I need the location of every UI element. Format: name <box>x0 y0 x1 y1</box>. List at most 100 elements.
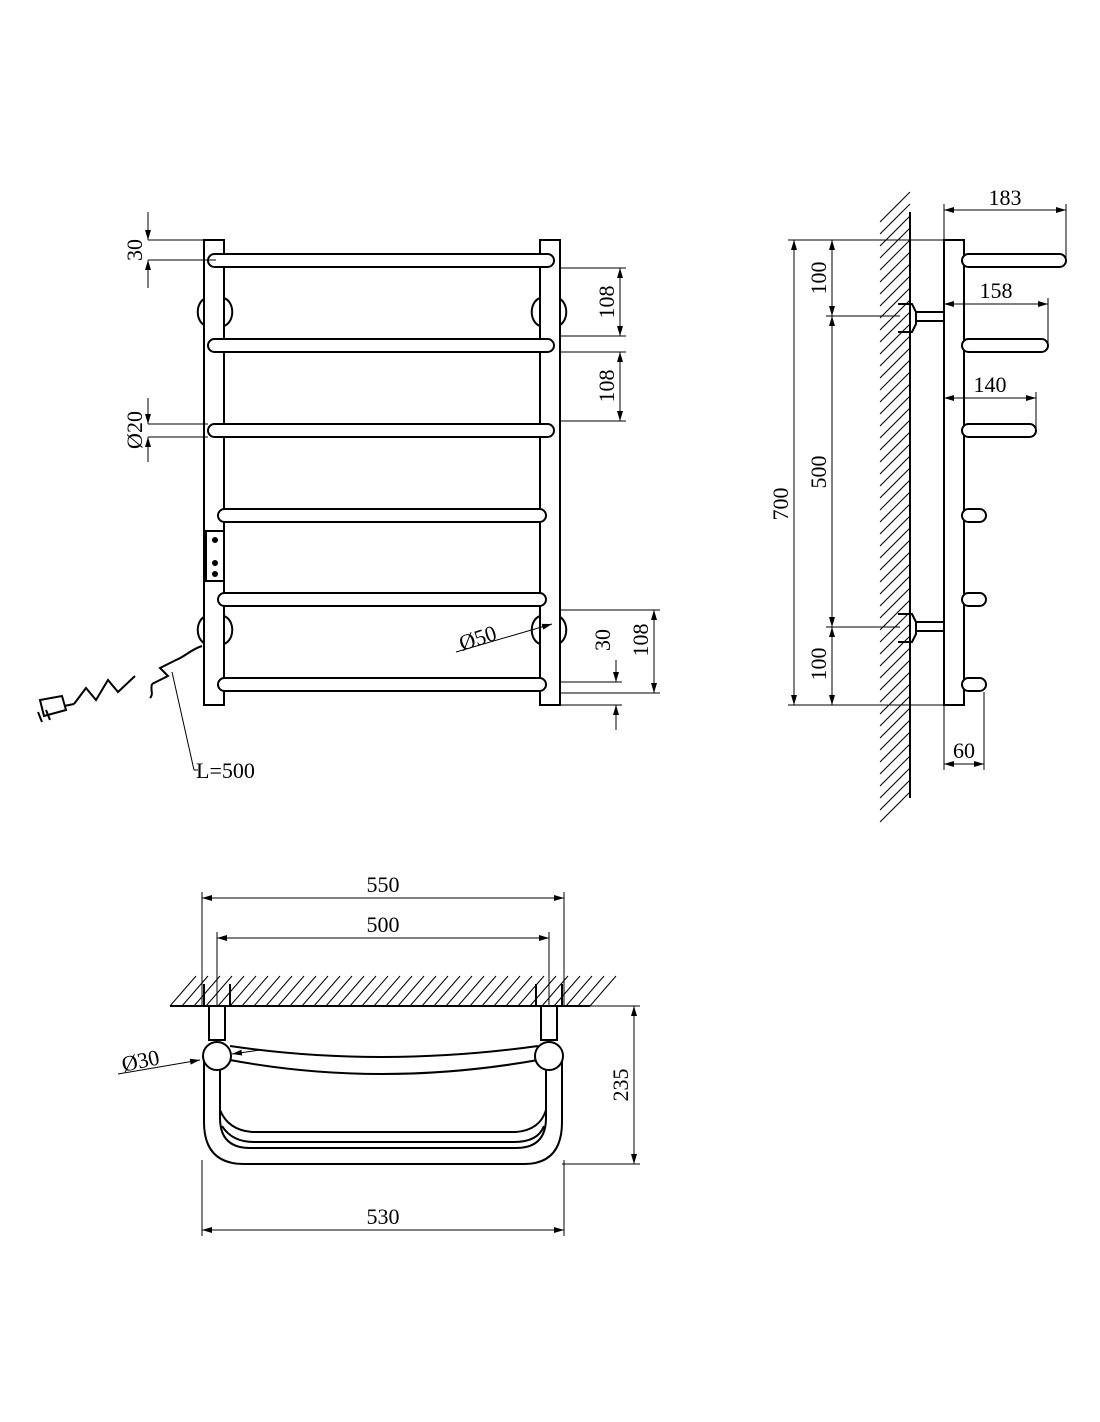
hatch-line <box>879 227 911 259</box>
control-box-button <box>212 560 218 566</box>
top-rung-back <box>229 1045 539 1058</box>
dim-flange-diameter: Ø50 <box>456 620 553 656</box>
hatch-line <box>879 719 911 751</box>
dim-overall-width: 550 <box>201 872 565 1006</box>
label-depth: 235 <box>608 1069 633 1102</box>
hatch-line <box>301 975 329 1007</box>
hatch-line <box>289 975 317 1007</box>
side-rung-5 <box>961 592 987 607</box>
hatch-line <box>879 491 911 523</box>
hatch-line <box>879 215 911 247</box>
hatch-line <box>879 239 911 271</box>
rung-1 <box>207 253 555 268</box>
dim-bottom-group: 30 108 <box>560 609 660 730</box>
control-box-button-2 <box>212 571 218 577</box>
plug-icon <box>37 694 68 723</box>
dim-depth: 235 <box>562 1005 640 1165</box>
hatch-line <box>879 287 911 319</box>
control-box-led <box>212 537 218 543</box>
hatch-line <box>505 975 533 1007</box>
dim-spacing-upper-2: 108 <box>560 351 626 422</box>
top-joint-right <box>534 1041 564 1071</box>
top-rung-lower-1 <box>219 1109 547 1133</box>
side-post <box>943 239 965 706</box>
hatch-line <box>879 683 911 715</box>
hatch-line <box>879 503 911 535</box>
label-cable-length: L=500 <box>196 758 255 783</box>
hatch-line <box>879 395 911 427</box>
dim-side-verticals: 700 100 500 100 <box>768 239 944 706</box>
hatch-line <box>517 975 545 1007</box>
hatch-line <box>879 671 911 703</box>
label-bottom-offset: 30 <box>590 629 615 651</box>
hatch-line <box>879 707 911 739</box>
hatch-line <box>879 635 911 667</box>
hatch-line <box>169 975 197 1007</box>
side-rung-4 <box>961 508 987 523</box>
hatch-line <box>313 975 341 1007</box>
hatch-line <box>879 275 911 307</box>
right-post <box>539 239 561 706</box>
hatch-line <box>565 975 593 1007</box>
hatch-line <box>879 263 911 295</box>
side-rung-2 <box>961 338 1049 353</box>
hatch-line <box>879 779 911 811</box>
hatch-line <box>229 975 257 1007</box>
rung-2 <box>207 338 555 353</box>
hatch-line <box>421 975 449 1007</box>
hatch-line <box>433 975 461 1007</box>
hatch-line <box>493 975 521 1007</box>
control-box <box>205 530 225 582</box>
hatch-line <box>879 743 911 775</box>
hatch-line <box>879 755 911 787</box>
hatch-line <box>879 443 911 475</box>
hatch-line <box>879 431 911 463</box>
hatch-line <box>253 975 281 1007</box>
hatch-line <box>879 527 911 559</box>
dim-tube-diameter: Ø20 <box>122 398 208 462</box>
hatch-line <box>553 975 581 1007</box>
hatch-line <box>879 551 911 583</box>
hatch-line <box>879 539 911 571</box>
left-post <box>203 239 225 706</box>
label-spacing-upper-2: 108 <box>594 370 619 403</box>
side-rung-6 <box>961 677 987 692</box>
hatch-line <box>879 359 911 391</box>
hatch-line <box>879 575 911 607</box>
wall-bracket-top <box>898 303 945 333</box>
hatch-line <box>879 407 911 439</box>
hatch-line <box>445 975 473 1007</box>
hatch-line <box>879 587 911 619</box>
hatch-line <box>879 479 911 511</box>
label-depth-top: 183 <box>989 185 1022 210</box>
hatch-line <box>879 731 911 763</box>
side-rung-3 <box>961 423 1037 438</box>
label-mount-width: 500 <box>367 912 400 937</box>
hatch-line <box>879 203 911 235</box>
hatch-line <box>879 563 911 595</box>
hatch-line <box>589 975 617 1007</box>
label-mount-spacing: 500 <box>806 456 831 489</box>
top-view: 550 500 530 235 Ø30 <box>117 872 640 1236</box>
hatch-line <box>879 515 911 547</box>
hatch-line <box>529 975 557 1007</box>
label-spacing-upper-1: 108 <box>594 286 619 319</box>
hatch-line <box>879 455 911 487</box>
label-flange-diameter: Ø50 <box>456 620 500 655</box>
label-top-offset-side: 100 <box>806 262 831 295</box>
hatch-line <box>879 623 911 655</box>
power-cable <box>37 645 203 771</box>
hatch-line <box>577 975 605 1007</box>
hatch-line <box>879 695 911 727</box>
hatch-line <box>205 975 233 1007</box>
top-joint-left <box>202 1041 232 1071</box>
hatch-line <box>265 975 293 1007</box>
label-base-width: 530 <box>367 1204 400 1229</box>
top-frame-inner <box>219 1060 547 1149</box>
label-top-offset: 30 <box>122 239 147 261</box>
label-depth-mid: 158 <box>980 278 1013 303</box>
hatch-line <box>879 419 911 451</box>
hatch-line <box>373 975 401 1007</box>
hatch-line <box>879 191 911 223</box>
label-bottom-spacing: 108 <box>628 624 653 657</box>
